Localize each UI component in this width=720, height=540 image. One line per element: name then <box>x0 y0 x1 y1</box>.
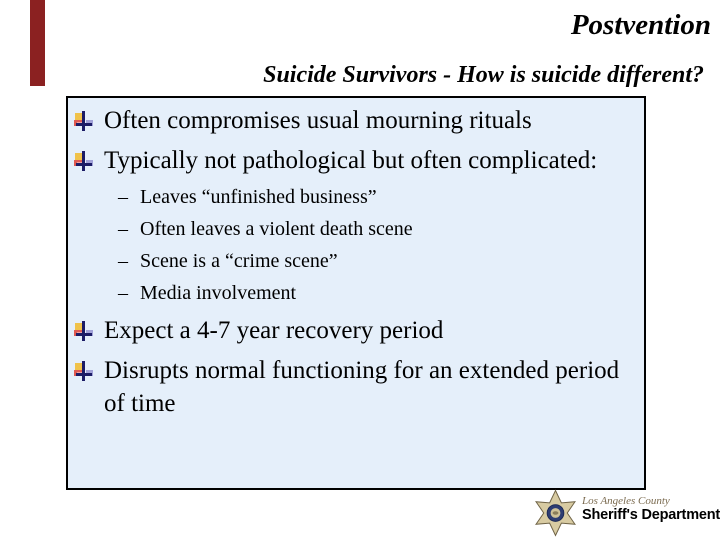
bullet-text: Typically not pathological but often com… <box>104 147 598 174</box>
bullet-text: Expect a 4-7 year recovery period <box>104 317 444 344</box>
picture-bullet-icon <box>74 361 93 381</box>
sub-bullet-text: Media involvement <box>140 282 297 304</box>
slide-accent-bar <box>30 0 45 86</box>
sub-bullet-text: Often leaves a violent death scene <box>140 218 413 240</box>
sub-bullet-text: Scene is a “crime scene” <box>140 250 338 272</box>
sub-bullet-text: Leaves “unfinished business” <box>140 186 377 208</box>
picture-bullet-icon <box>74 151 93 171</box>
content-box: Often compromises usual mourning rituals… <box>66 96 646 490</box>
sheriff-star-icon <box>535 489 576 537</box>
bullet-list: Often compromises usual mourning rituals… <box>68 98 644 420</box>
dash-bullet: – <box>118 218 128 240</box>
dash-bullet: – <box>118 250 128 272</box>
sub-bullet-item: – Media involvement <box>74 277 632 309</box>
sub-bullet-list: – Leaves “unfinished business” – Often l… <box>74 181 632 309</box>
sheriff-department-logo: Los Angeles County Sheriff's Department <box>532 487 720 539</box>
logo-department-label: Sheriff's Department <box>582 507 720 523</box>
dash-bullet: – <box>118 186 128 208</box>
bullet-text: Often compromises usual mourning rituals <box>104 107 532 134</box>
logo-text: Los Angeles County Sheriff's Department <box>582 487 720 523</box>
sub-bullet-item: – Leaves “unfinished business” <box>74 181 632 213</box>
bullet-item: Often compromises usual mourning rituals <box>74 104 632 137</box>
sub-bullet-item: – Often leaves a violent death scene <box>74 213 632 245</box>
picture-bullet-icon <box>74 321 93 341</box>
bullet-item: Typically not pathological but often com… <box>74 144 632 177</box>
dash-bullet: – <box>118 282 128 304</box>
slide-subtitle: Suicide Survivors - How is suicide diffe… <box>263 62 704 88</box>
bullet-text: Disrupts normal functioning for an exten… <box>104 357 620 417</box>
bullet-item: Disrupts normal functioning for an exten… <box>74 354 632 420</box>
logo-county-label: Los Angeles County <box>582 495 670 507</box>
picture-bullet-icon <box>74 111 93 131</box>
slide-title: Postvention <box>570 9 711 41</box>
bullet-item: Expect a 4-7 year recovery period <box>74 314 632 347</box>
sub-bullet-item: – Scene is a “crime scene” <box>74 245 632 277</box>
